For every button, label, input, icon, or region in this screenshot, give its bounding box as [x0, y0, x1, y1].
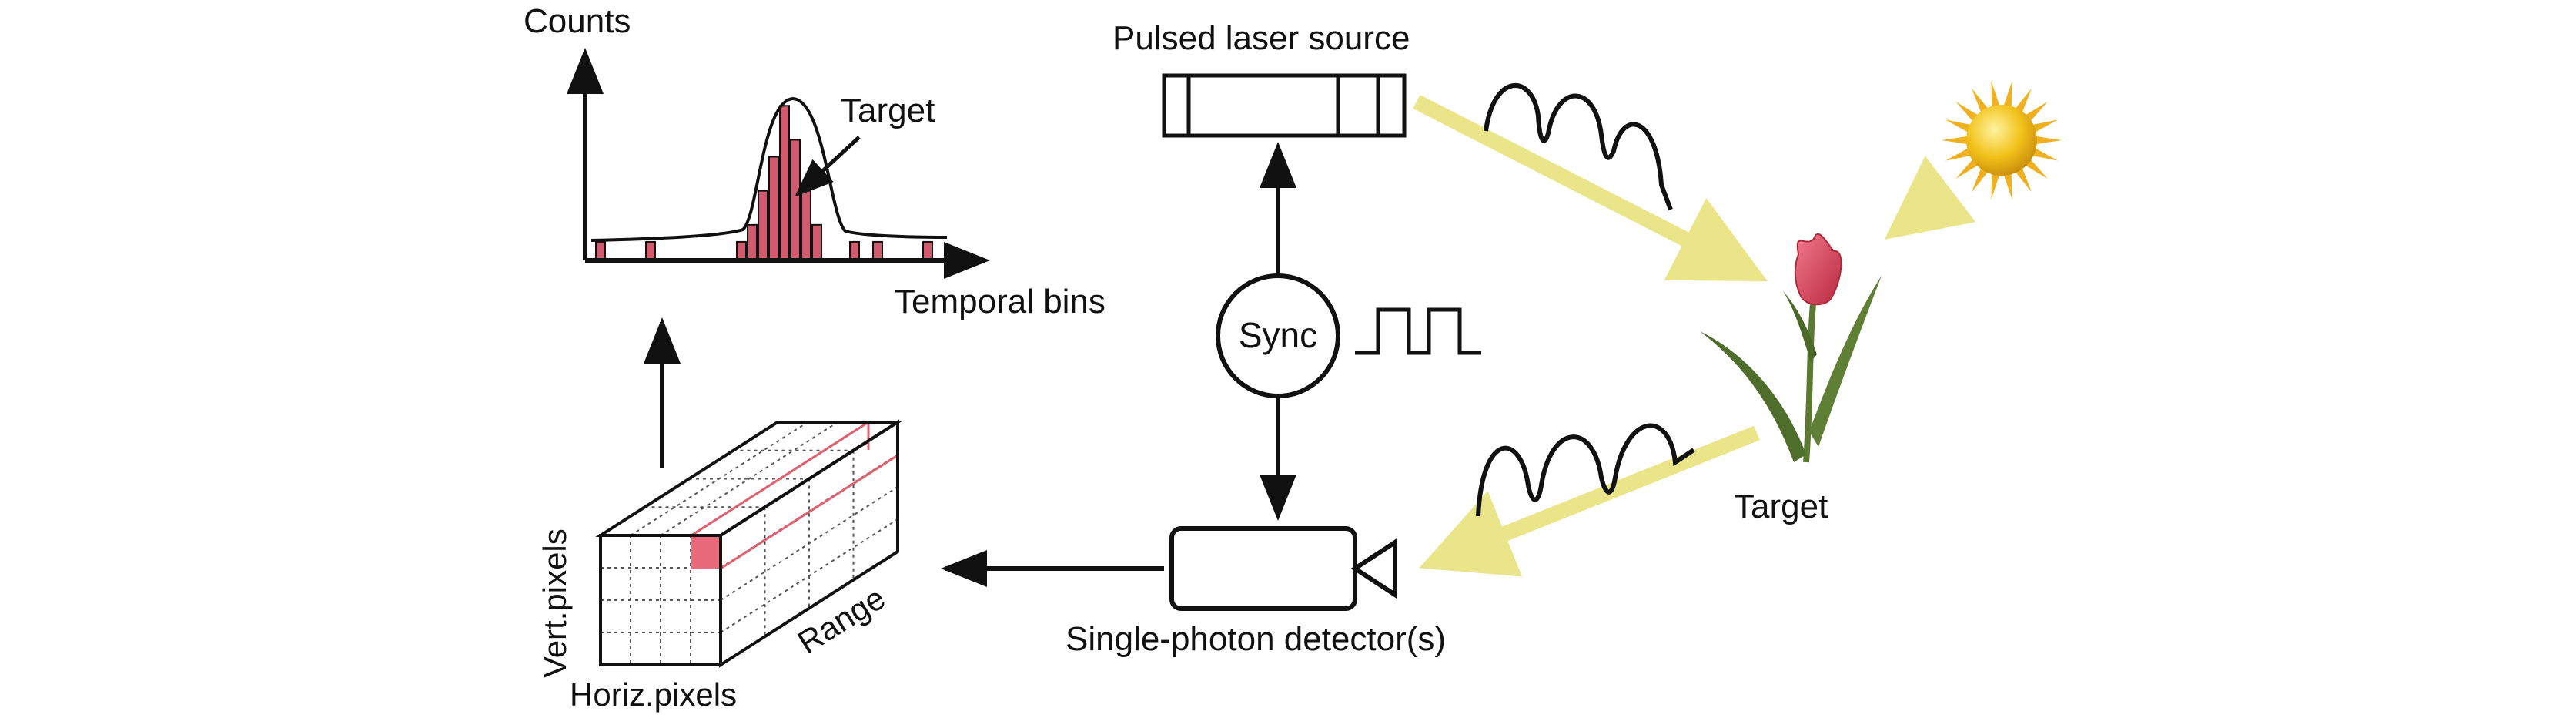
- sun-ray: [2015, 88, 2032, 113]
- sun-ray: [2032, 119, 2059, 133]
- sun-ray: [2025, 101, 2048, 122]
- sun-ray: [1945, 147, 1972, 161]
- single-photon-detector: Single-photon detector(s): [1066, 526, 1446, 658]
- sun-ray: [1945, 119, 1972, 133]
- histogram-bar: [768, 156, 779, 260]
- sync-label: Sync: [1239, 315, 1317, 355]
- histogram-bar: [811, 223, 822, 260]
- light-beams: [1413, 95, 1976, 577]
- sun-ray: [2032, 147, 2059, 161]
- detector-label: Single-photon detector(s): [1066, 620, 1446, 658]
- sun-ray: [1972, 167, 1989, 193]
- histogram-target-arrow: [795, 136, 861, 197]
- pulsed-laser-source: Pulsed laser source: [1112, 19, 1410, 138]
- tulip-icon: Target: [1700, 233, 1882, 525]
- histogram-bar: [801, 190, 811, 260]
- sun-ray: [1972, 88, 1989, 113]
- tulip-stem: [1803, 295, 1817, 463]
- outgoing-laser-beam: [1413, 95, 1768, 282]
- data-cube: Vert.pixels Horiz.pixels Range: [537, 419, 903, 713]
- histogram-bars: [595, 105, 933, 260]
- cube-grid-line: [660, 421, 838, 536]
- temporal-bins-label: Temporal bins: [895, 283, 1106, 320]
- sun-core: [1966, 105, 2037, 176]
- cube-outline: [595, 419, 903, 668]
- camera-icon: [1169, 526, 1397, 611]
- histogram-bar: [747, 223, 758, 260]
- histogram-bar: [595, 240, 606, 260]
- return-pulse-waveform: [1476, 423, 1695, 517]
- laser-label: Pulsed laser source: [1112, 19, 1410, 57]
- sun-ray: [2015, 167, 2032, 193]
- histogram-bar: [790, 139, 801, 260]
- range-label: Range: [791, 579, 892, 660]
- tulip-leaf-small: [1783, 291, 1817, 362]
- counts-label: Counts: [524, 2, 631, 40]
- sun-icon: [1942, 81, 2062, 200]
- sun-rays: [1942, 81, 2062, 200]
- sun-ray: [2003, 173, 2012, 200]
- laser-box-icon: [1162, 73, 1407, 138]
- tulip-petals: [1794, 233, 1842, 306]
- histogram-envelope-curve: [590, 96, 948, 242]
- tulip-leaf-left: [1700, 331, 1806, 462]
- target-label: Target: [1734, 488, 1828, 525]
- histogram-bar: [849, 240, 860, 260]
- histogram: Counts Target Temporal bins: [524, 2, 1106, 320]
- sun-ray: [1955, 159, 1979, 180]
- histogram-bar: [736, 240, 747, 260]
- histogram-bar: [645, 240, 656, 260]
- sync-pulse-train-icon: [1355, 307, 1481, 355]
- sun-ray: [2025, 159, 2048, 180]
- cube-highlight-column: [691, 421, 902, 570]
- sun-ray: [1991, 173, 2000, 200]
- sun-ray: [1955, 101, 1979, 122]
- sun-ray: [2035, 136, 2062, 145]
- horiz-pixels-label: Horiz.pixels: [570, 676, 737, 713]
- histogram-bar: [758, 190, 768, 260]
- histogram-bar: [779, 105, 790, 260]
- histogram-target-label: Target: [841, 92, 935, 129]
- histogram-bar: [872, 240, 883, 260]
- histogram-bar: [922, 240, 933, 260]
- sync-unit: Sync: [1216, 142, 1481, 521]
- return-beam: [1419, 425, 1760, 577]
- vert-pixels-label: Vert.pixels: [537, 528, 573, 678]
- cube-highlight-front-cell: [691, 535, 721, 569]
- sun-ray: [1942, 136, 1969, 145]
- tulip-leaf-right: [1809, 276, 1882, 447]
- outgoing-pulse-waveform: [1484, 83, 1673, 211]
- sunlight-beam: [1884, 156, 1976, 240]
- sync-circle: [1216, 273, 1340, 398]
- sun-ray: [1991, 81, 2000, 108]
- sun-ray: [2003, 81, 2012, 108]
